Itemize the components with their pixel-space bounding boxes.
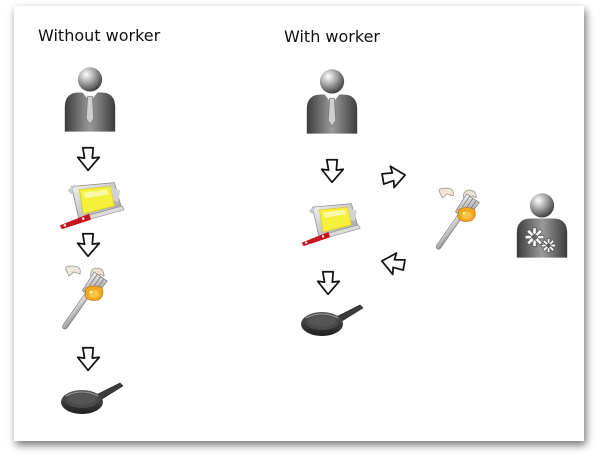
arrow-down-icon (75, 346, 101, 372)
cracked-egg-and-fork-icon (50, 264, 114, 338)
arrow-down-icon (75, 146, 101, 172)
without-worker-heading: Without worker (38, 26, 161, 45)
arrow-left-icon (380, 250, 406, 276)
person-icon (62, 64, 118, 134)
butter-and-knife-icon (58, 180, 126, 230)
person-icon (304, 66, 360, 136)
arrow-right-icon (381, 164, 407, 190)
arrow-down-icon (319, 158, 345, 184)
with-worker-heading: With worker (284, 27, 380, 46)
butter-and-knife-icon (300, 200, 362, 248)
frying-pan-icon (60, 382, 124, 416)
diagram-canvas (14, 6, 584, 441)
arrow-down-icon (75, 232, 101, 258)
cracked-egg-and-fork-icon (424, 186, 486, 258)
worker-with-gears-icon (514, 190, 570, 260)
frying-pan-icon (300, 304, 364, 338)
arrow-down-icon (315, 270, 341, 296)
